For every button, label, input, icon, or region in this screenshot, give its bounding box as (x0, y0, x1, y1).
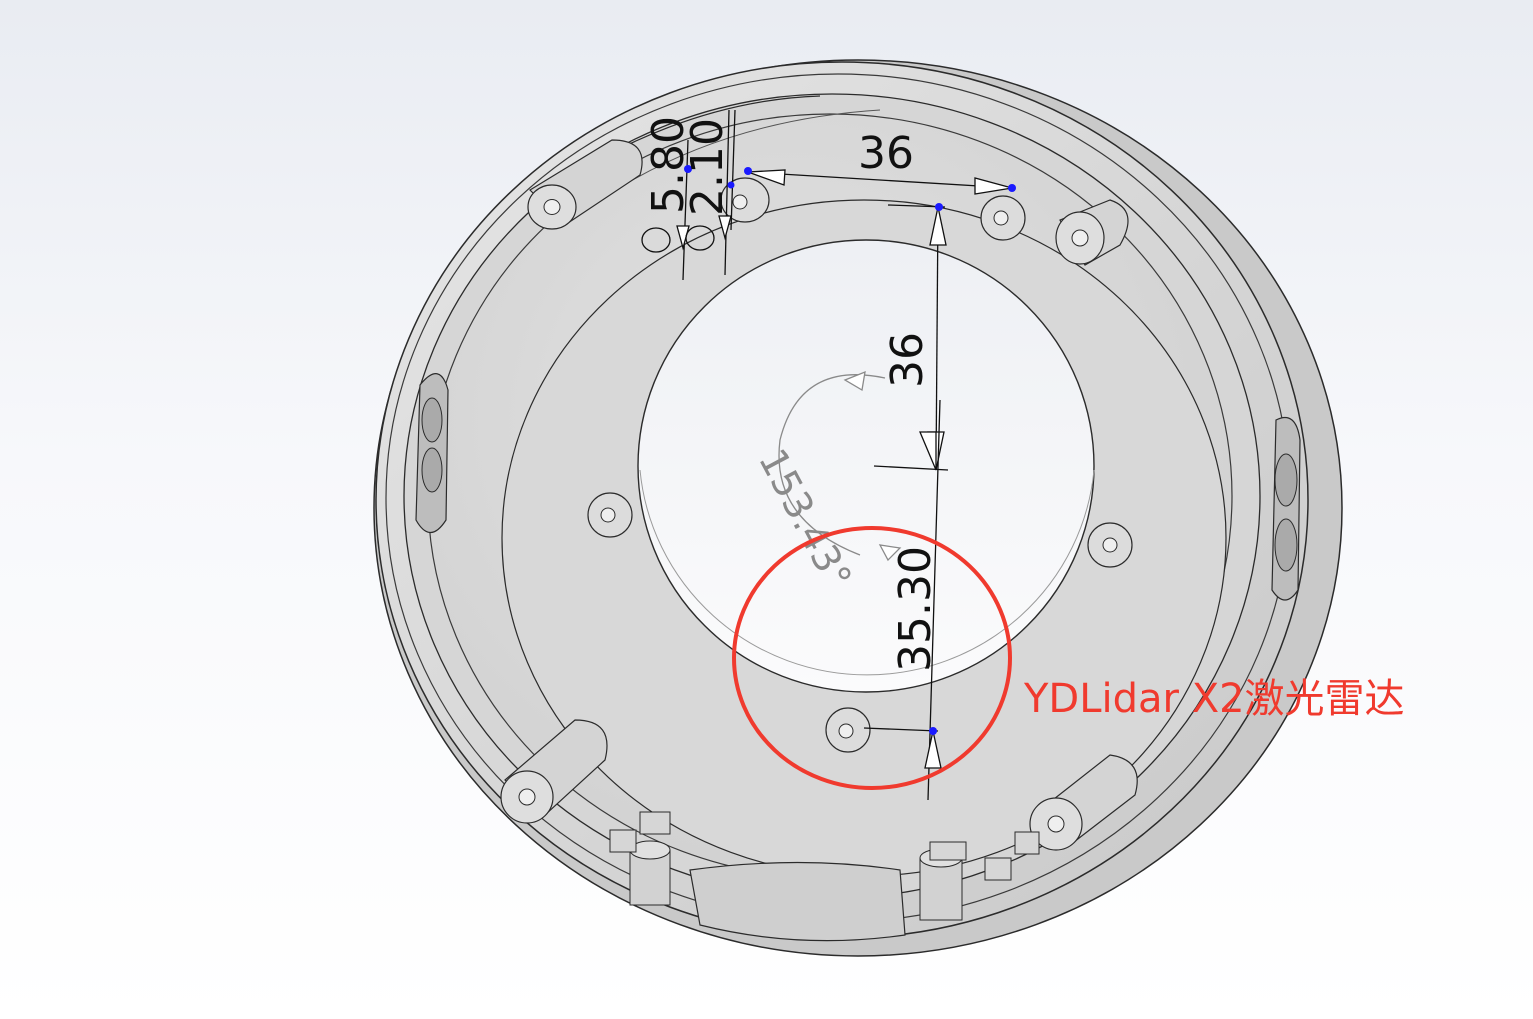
mount-hole-right[interactable] (1087, 522, 1133, 568)
left-connector-port (415, 373, 449, 534)
bottom-bracket-cluster[interactable] (609, 811, 1040, 942)
standoff-bottom-left[interactable] (500, 719, 608, 824)
dimension-36-vertical[interactable]: 36 (882, 332, 933, 388)
standoff-top-left[interactable] (527, 139, 643, 230)
dimension-5-80[interactable]: 5.80 (643, 116, 694, 214)
standoff-bottom-right[interactable] (1029, 754, 1138, 851)
right-connector-port (1271, 416, 1301, 601)
mount-hole-left[interactable] (587, 492, 633, 538)
mount-hole-bottom[interactable] (825, 707, 871, 753)
callout-circle (732, 526, 1012, 790)
dimension-36-horizontal[interactable]: 36 (858, 128, 914, 179)
dimension-35-30[interactable]: 35.30 (890, 546, 941, 672)
mount-hole-top-right[interactable] (980, 195, 1026, 241)
housing-part[interactable] (373, 59, 1343, 957)
sketch-points (684, 165, 1016, 735)
dimension-2-10[interactable]: 2.10 (682, 118, 733, 216)
standoff-top-right[interactable] (1055, 199, 1129, 266)
sketch-dimensions[interactable] (641, 109, 1013, 801)
callout-label: YDLidar X2激光雷达 (1023, 676, 1405, 722)
